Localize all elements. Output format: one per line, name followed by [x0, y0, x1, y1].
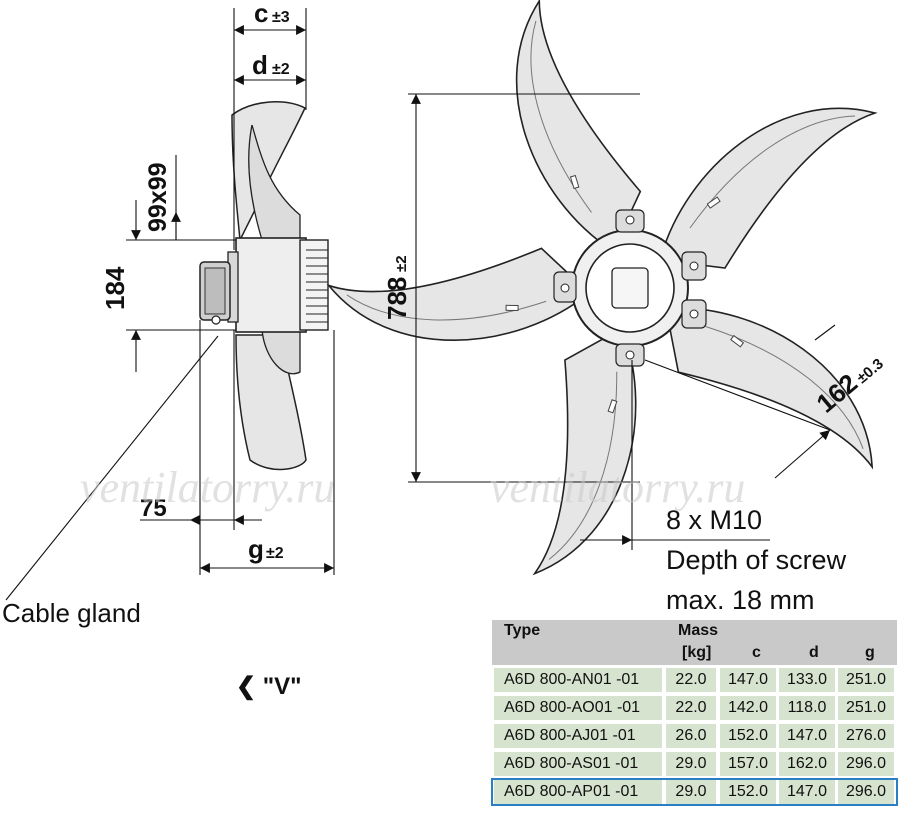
table-row: A6D 800-AO01 -01 22.0 142.0 118.0 251.0 — [492, 695, 897, 721]
table-row-highlighted: A6D 800-AP01 -01 29.0 152.0 147.0 296.0 — [491, 778, 898, 806]
dim-c-label: c — [254, 0, 268, 28]
fan-side-view — [199, 101, 329, 471]
table-row: A6D 800-AS01 -01 29.0 157.0 162.0 296.0 — [492, 751, 897, 777]
dim-diameter-tol: ±2 — [393, 255, 410, 272]
cell-mass: 26.0 — [666, 724, 716, 748]
dim-offset: 75 — [140, 495, 167, 522]
cell-type: A6D 800-AP01 -01 — [494, 780, 662, 804]
table-row: A6D 800-AJ01 -01 26.0 152.0 147.0 276.0 — [492, 723, 897, 749]
cell-mass: 29.0 — [666, 780, 716, 804]
dim-c-tol: ±3 — [272, 9, 290, 26]
cell-mass: 22.0 — [666, 696, 716, 720]
watermark-right: ventilatorry.ru — [490, 463, 746, 512]
header-mass-unit: [kg] — [682, 644, 712, 661]
watermark-left: ventilatorry.ru — [80, 463, 336, 512]
cell-d: 133.0 — [779, 668, 835, 692]
screw-depth-label: Depth of screw — [666, 545, 847, 575]
view-v-label: ❮ "V" — [236, 673, 302, 700]
cell-mass: 29.0 — [666, 752, 716, 776]
cell-type: A6D 800-AN01 -01 — [494, 668, 662, 692]
header-d: d — [809, 644, 819, 661]
cell-d: 118.0 — [779, 696, 835, 720]
cell-c: 152.0 — [720, 780, 776, 804]
header-g: g — [865, 644, 875, 661]
header-c: c — [752, 644, 761, 661]
front-dimension-lines — [408, 93, 836, 550]
cell-d: 162.0 — [779, 752, 835, 776]
cable-gland-label: Cable gland — [2, 598, 141, 628]
cell-c: 152.0 — [720, 724, 776, 748]
header-mass: Mass — [678, 622, 719, 639]
cell-type: A6D 800-AJ01 -01 — [494, 724, 662, 748]
side-dimension-lines — [5, 8, 335, 601]
dim-g-label: g — [248, 534, 264, 564]
fan-front-view — [325, 0, 878, 579]
cell-g: 276.0 — [838, 724, 894, 748]
dim-g-tol: ±2 — [266, 545, 284, 562]
screw-count-label: 8 x M10 — [666, 505, 763, 535]
cell-type: A6D 800-AO01 -01 — [494, 696, 662, 720]
cell-c: 157.0 — [720, 752, 776, 776]
dim-diameter: 788 — [382, 277, 412, 320]
table-header: Type Mass [kg] c d g — [492, 620, 897, 665]
cell-c: 147.0 — [720, 668, 776, 692]
cell-g: 296.0 — [838, 780, 894, 804]
cell-type: A6D 800-AS01 -01 — [494, 752, 662, 776]
screw-max-label: max. 18 mm — [666, 585, 815, 615]
dim-hub-height: 184 — [100, 266, 130, 310]
cell-g: 296.0 — [838, 752, 894, 776]
cell-mass: 22.0 — [666, 668, 716, 692]
dim-d-tol: ±2 — [272, 61, 290, 78]
spec-table: Type Mass [kg] c d g A6D 800-AN01 -01 22… — [491, 620, 898, 806]
dim-bolt-circle-tol: ±0.3 — [854, 355, 887, 387]
cell-d: 147.0 — [779, 724, 835, 748]
dim-d-label: d — [252, 50, 268, 80]
cell-d: 147.0 — [779, 780, 835, 804]
cell-g: 251.0 — [838, 696, 894, 720]
table-row: A6D 800-AN01 -01 22.0 147.0 133.0 251.0 — [492, 667, 897, 693]
dim-mount-square: 99x99 — [144, 162, 172, 232]
cell-c: 142.0 — [720, 696, 776, 720]
header-type: Type — [504, 622, 541, 639]
cell-g: 251.0 — [838, 668, 894, 692]
